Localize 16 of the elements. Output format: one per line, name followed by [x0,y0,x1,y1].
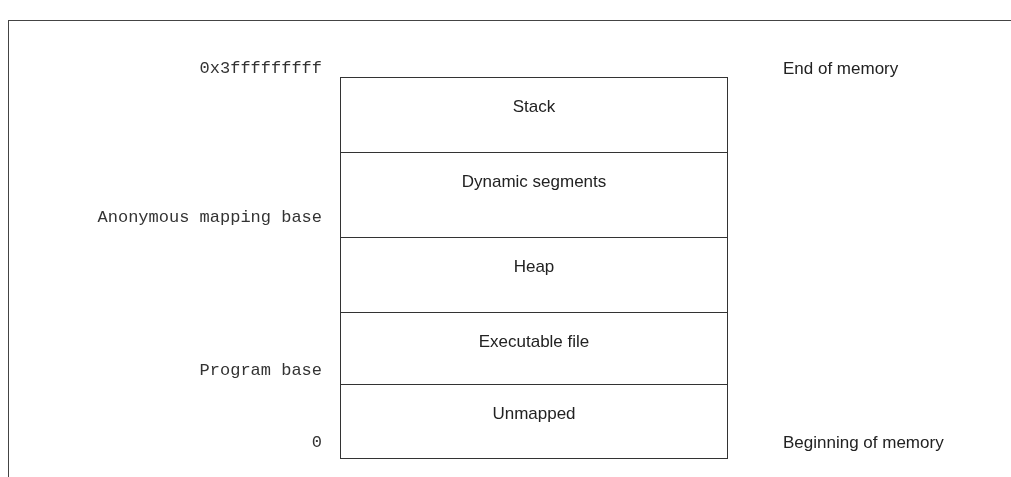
address-label: Program base [199,360,322,382]
memory-bound-label: End of memory [783,58,899,80]
region-label: Stack [512,96,556,118]
memory-region-box [340,312,728,385]
address-label: Anonymous mapping base [97,207,322,229]
memory-region-box [340,152,728,238]
address-label: 0 [311,432,322,454]
region-label: Dynamic segments [461,171,607,193]
region-label: Executable file [478,331,590,353]
memory-region-box [340,77,728,153]
memory-region-box [340,237,728,313]
memory-region-box [340,384,728,459]
address-label: 0x3fffffffff [199,58,322,80]
region-label: Heap [513,256,555,278]
region-label: Unmapped [492,403,576,425]
memory-bound-label: Beginning of memory [783,432,944,454]
